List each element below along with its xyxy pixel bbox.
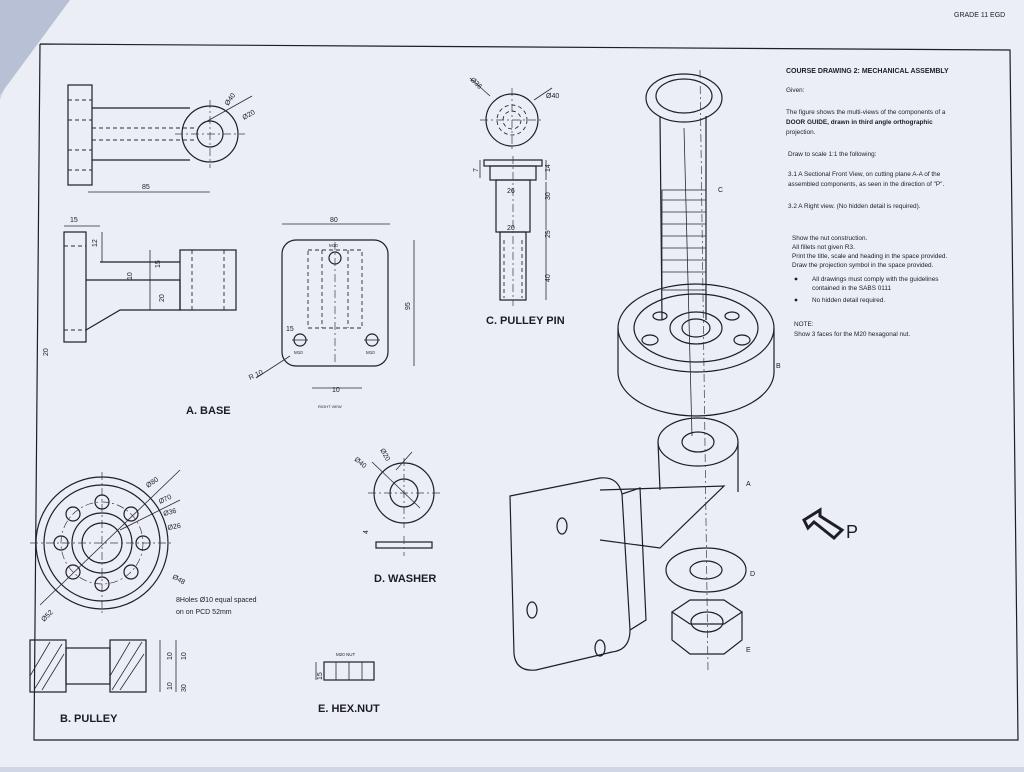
base-label: A. BASE <box>186 405 231 417</box>
dim-right-m10a: M10 <box>329 243 338 248</box>
dim-pin-7: 7 <box>473 168 480 172</box>
base-front-view <box>67 84 253 193</box>
task-1-line-1: 3.1 A Sectional Front View, on cutting p… <box>788 171 941 178</box>
note-title: NOTE: <box>794 321 814 328</box>
dim-base-20b: 20 <box>43 348 50 356</box>
instruction-2: All fillets not given R3. <box>792 244 855 251</box>
instructions-block: COURSE DRAWING 2: MECHANICAL ASSEMBLY Gi… <box>786 68 949 338</box>
base-right-view <box>255 223 415 389</box>
assembly-letter-b: B <box>776 363 781 370</box>
dim-pin-40: 40 <box>545 274 552 282</box>
dim-pulley-d36: Ø36 <box>163 508 178 518</box>
dim-right-10: 10 <box>332 387 340 394</box>
bullet-1b: contained in the SABS 0111 <box>812 285 891 292</box>
bullet-1: All drawings must comply with the guidel… <box>812 276 938 283</box>
assembly-letter-a: A <box>746 481 751 488</box>
dim-pin-26: 26 <box>507 188 515 195</box>
desc-line-1: The figure shows the multi-views of the … <box>786 109 946 116</box>
pulley-holes-note-1: 8Holes Ø10 equal spaced <box>176 597 257 604</box>
assembly-axis <box>699 69 709 671</box>
assembly-letter-c: C <box>718 187 723 194</box>
dim-right-80: 80 <box>330 217 338 224</box>
dim-pulley-sec-10a: 10 <box>167 652 174 660</box>
pulley-front-view <box>30 469 181 614</box>
hex-nut-label: E. HEX.NUT <box>318 703 380 715</box>
dim-pin-d40: Ø40 <box>546 93 559 100</box>
dim-base-10: 10 <box>127 272 134 280</box>
hex-nut-view <box>315 661 375 681</box>
bullet-2: No hidden detail required. <box>812 297 885 304</box>
pulley-pin-views <box>469 77 553 306</box>
pulley-bolt-holes <box>53 494 151 592</box>
pulley-hole <box>123 506 139 522</box>
dim-pin-14: 14 <box>545 164 552 172</box>
assembly-letter-d: D <box>750 571 755 578</box>
washer-views <box>368 451 440 556</box>
draw-scale: Draw to scale 1:1 the following: <box>788 151 877 158</box>
dim-pin-30: 30 <box>545 192 552 200</box>
assembly-pin <box>645 73 723 321</box>
direction-label: P <box>846 522 858 542</box>
pulley-hole <box>53 535 69 551</box>
dim-pulley-sec-30: 30 <box>181 684 188 692</box>
direction-arrow-icon <box>802 507 845 541</box>
dim-base-12: 12 <box>92 239 99 247</box>
dim-right-95: 95 <box>405 302 412 310</box>
nut-caption: M20 NUT <box>336 652 356 657</box>
course-title: COURSE DRAWING 2: MECHANICAL ASSEMBLY <box>786 68 949 75</box>
dim-right-m10c: M10 <box>366 350 375 355</box>
grade-label: GRADE 11 EGD <box>954 12 1005 19</box>
dim-pulley-sec-10c: 10 <box>167 682 174 690</box>
pulley-hole <box>94 494 110 510</box>
desc-line-2: DOOR GUIDE, drawn in third angle orthogr… <box>786 119 933 126</box>
pulley-hole <box>135 535 151 551</box>
assembly-nut <box>670 599 744 655</box>
dim-nut-15: 15 <box>317 672 324 680</box>
dim-pulley-d26: Ø26 <box>167 523 181 532</box>
dim-washer-4: 4 <box>363 530 370 534</box>
desc-line-3: projection. <box>786 129 816 136</box>
assembly-pulley <box>617 283 775 417</box>
dim-right-15: 15 <box>286 326 294 333</box>
pulley-pin-label: C. PULLEY PIN <box>486 315 565 327</box>
dim-base-20a: 20 <box>159 294 166 302</box>
assembly-letter-e: E <box>746 647 751 654</box>
pulley-holes-note-2: on on PCD 52mm <box>176 609 232 616</box>
instruction-3: Print the title, scale and heading in th… <box>792 253 947 260</box>
dim-base-15b: 15 <box>155 260 162 268</box>
base-side-view <box>63 225 237 343</box>
pulley-hole <box>94 576 110 592</box>
right-view-caption: RIGHT VIEW <box>318 404 342 409</box>
sheet-border <box>33 43 1019 741</box>
pulley-hole <box>65 564 81 580</box>
dim-base-15a: 15 <box>70 217 78 224</box>
dim-pulley-d70: Ø70 <box>158 494 173 506</box>
pulley-hole <box>65 506 81 522</box>
task-1-line-2: assembled components, as seen in the dir… <box>788 181 944 188</box>
dim-base-85: 85 <box>142 184 150 191</box>
pulley-hole <box>123 564 139 580</box>
dim-pulley-sec-10b: 10 <box>181 652 188 660</box>
assembly-base <box>509 417 739 671</box>
washer-label: D. WASHER <box>374 573 436 585</box>
dim-pin-29: 29 <box>545 230 552 238</box>
pulley-label: B. PULLEY <box>60 713 118 725</box>
note-text: Show 3 faces for the M20 hexagonal nut. <box>794 331 910 338</box>
paper-shadow <box>0 0 70 95</box>
instruction-1: Show the nut construction. <box>792 235 868 242</box>
dim-right-m10b: M10 <box>294 350 303 355</box>
given-label: Given: <box>786 87 805 94</box>
assembly-washer <box>665 547 747 593</box>
dim-pin-20: 20 <box>507 225 515 232</box>
pulley-section-view <box>29 639 177 693</box>
assembly-cutting-line <box>683 127 693 437</box>
task-2: 3.2 A Right view. (No hidden detail is r… <box>788 203 921 210</box>
instruction-4: Draw the projection symbol in the space … <box>792 262 934 269</box>
